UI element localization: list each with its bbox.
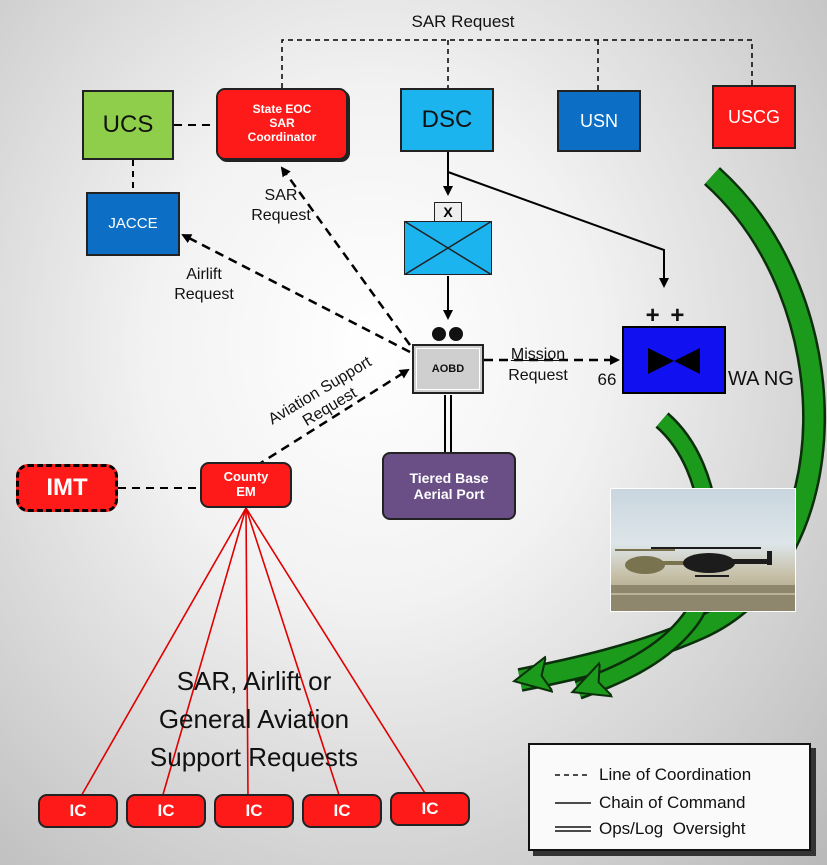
legend-item-oversight: Ops/Log Oversight xyxy=(555,819,745,839)
ic-node[interactable]: IC xyxy=(38,794,118,828)
tiered-base-line-1: Tiered Base xyxy=(409,469,489,486)
aobd-symbol-circles xyxy=(432,327,463,341)
county-em-line-2: EM xyxy=(236,484,256,499)
ic-node[interactable]: IC xyxy=(390,792,470,826)
aobd-tiered-base-double-line xyxy=(444,395,452,455)
wa-ng-number: 66 xyxy=(597,370,617,389)
solid-line-icon xyxy=(555,802,591,804)
mission-request-label-line-1: Mission xyxy=(510,346,566,363)
wa-ng-pluses: + + xyxy=(645,302,687,329)
ic-label: IC xyxy=(245,801,263,821)
state-eoc-node[interactable]: State EOC SAR Coordinator xyxy=(216,88,348,160)
ic-label: IC xyxy=(157,801,175,821)
wa-ng-node[interactable] xyxy=(622,326,726,394)
mission-request-label-line-2: Request xyxy=(508,367,568,384)
ic-label: IC xyxy=(69,801,87,821)
unit-symbol-x-label: X xyxy=(443,203,453,220)
usn-label: USN xyxy=(579,110,618,131)
uscg-node[interactable]: USCG xyxy=(712,85,796,149)
tiered-base-line-2: Aerial Port xyxy=(413,486,485,502)
ic-node[interactable]: IC xyxy=(214,794,294,828)
ic-node[interactable]: IC xyxy=(302,794,382,828)
ucs-label: UCS xyxy=(102,111,154,139)
unit-symbol-x-marker: X xyxy=(434,202,462,222)
legend-item-coordination: Line of Coordination xyxy=(555,765,751,785)
dashed-line-icon xyxy=(555,774,591,776)
jacce-label: JACCE xyxy=(108,215,158,233)
unit-symbol-box[interactable] xyxy=(403,220,492,275)
support-requests-line-1: SAR, Airlift or xyxy=(176,666,332,696)
imt-label: IMT xyxy=(46,474,88,502)
airlift-request-label-line-1: Airlift xyxy=(186,266,222,283)
unit-symbol-cross-icon xyxy=(403,220,492,275)
legend-label-command: Chain of Command xyxy=(599,793,746,812)
state-eoc-line-3: Coordinator xyxy=(247,129,317,144)
helicopter-photo xyxy=(610,488,796,612)
county-em-ic-lines xyxy=(79,507,429,799)
county-em-line-1: County xyxy=(223,469,269,485)
ic-node[interactable]: IC xyxy=(126,794,206,828)
legend-item-command: Chain of Command xyxy=(555,793,745,813)
aobd-label: AOBD xyxy=(431,362,465,375)
uscg-label: USCG xyxy=(727,106,780,127)
ic-label: IC xyxy=(333,801,351,821)
usn-node[interactable]: USN xyxy=(557,90,641,152)
tiered-base-aerial-port-node[interactable]: Tiered Base Aerial Port xyxy=(382,452,516,520)
support-requests-text: SAR, Airlift or General Aviation Support… xyxy=(130,662,378,776)
legend: Line of Coordination Chain of Command Op… xyxy=(528,743,811,851)
dsc-label: DSC xyxy=(421,106,473,134)
state-eoc-line-1: State EOC xyxy=(252,102,312,117)
legend-label-oversight: Ops/Log Oversight xyxy=(599,819,746,838)
double-line-icon xyxy=(555,826,591,832)
dsc-node[interactable]: DSC xyxy=(400,88,494,152)
jacce-node[interactable]: JACCE xyxy=(86,192,180,256)
mission-request-label: Mission Request xyxy=(496,344,580,386)
support-requests-line-3: Support Requests xyxy=(149,742,359,772)
sar-request-bracket xyxy=(281,39,753,90)
imt-node[interactable]: IMT xyxy=(16,464,118,512)
bowtie-icon xyxy=(648,348,700,374)
aobd-node[interactable]: AOBD xyxy=(412,344,484,394)
aobd-to-jacce-arrow xyxy=(181,233,411,354)
sar-request-label: SAR Request xyxy=(245,186,317,226)
wa-ng-label: WA NG xyxy=(728,368,794,390)
state-eoc-line-2: SAR xyxy=(269,116,295,131)
dsc-to-wa-ng-line xyxy=(447,171,669,288)
legend-label-coordination: Line of Coordination xyxy=(599,765,752,784)
ucs-node[interactable]: UCS xyxy=(82,90,174,160)
sar-request-label-line-2: Request xyxy=(251,207,311,224)
sar-request-top-label: SAR Request xyxy=(411,12,515,31)
county-em-node[interactable]: County EM xyxy=(200,462,292,508)
airlift-request-label: Airlift Request xyxy=(162,265,246,305)
sar-request-label-line-1: SAR xyxy=(264,187,298,204)
aobd-to-state-eoc-arrow xyxy=(280,166,412,346)
helicopter-image-icon xyxy=(611,547,795,611)
airlift-request-label-line-2: Request xyxy=(174,286,234,303)
support-requests-line-2: General Aviation xyxy=(158,704,350,734)
ic-label: IC xyxy=(421,799,439,819)
